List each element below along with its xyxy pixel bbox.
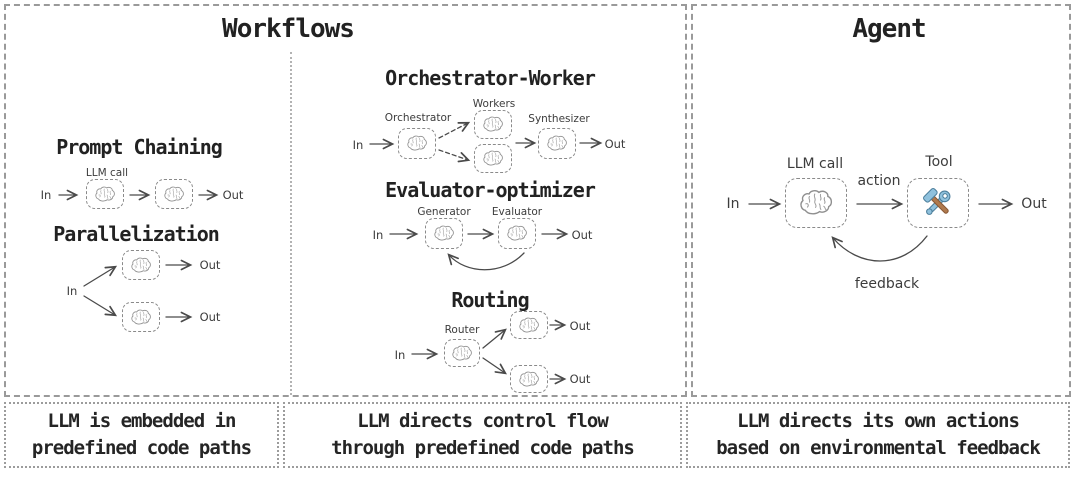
out-label: Out [604,137,626,151]
generator-label: Generator [417,206,471,218]
in-label: In [66,284,78,298]
caption-line: through predefined code paths [331,437,635,459]
prompt-chaining-diagram: In LLM call Out [14,161,280,219]
evaluator-node [498,218,536,249]
brain-icon [433,225,455,242]
llm-node [122,302,160,332]
brain-icon [518,317,540,334]
agent-title: Agent [852,14,926,44]
brain-icon [94,186,116,203]
agent-caption: LLM directs its own actions based on env… [686,402,1070,468]
workflows-middle-caption: LLM directs control flow through predefi… [283,402,682,468]
workflows-panel: Workflows Prompt Chaining In LLM call Ou… [4,4,687,397]
evaluator-optimizer-title: Evaluator-optimizer [385,178,596,202]
hammer-and-wrench-icon [921,186,955,220]
brain-icon [506,225,528,242]
brain-icon [451,345,473,362]
evaluator-optimizer-arrows [389,228,569,271]
agent-diagram: In LLM call action Tool Out feedback [707,152,1059,302]
in-label: In [40,188,52,202]
workers-label: Workers [472,98,516,110]
out-label: Out [571,228,593,242]
out-label: Out [1021,196,1047,212]
tool-node [907,178,969,228]
llm-call-node [785,178,847,228]
llm-node [510,365,548,393]
brain-icon [482,116,504,133]
agent-arrows [748,198,1014,262]
caption-line: based on environmental feedback [716,437,1041,459]
orchestrator-worker-arrows [369,121,603,163]
orchestrator-node [398,128,436,159]
brain-icon [163,186,185,203]
agent-panel: Agent In LLM call action Tool Out feedba… [691,4,1071,397]
in-label: In [352,138,364,152]
in-label: In [372,228,384,242]
generator-node [425,218,463,249]
feedback-label: feedback [854,276,920,292]
llm-call-label: LLM call [786,156,844,172]
worker-node [474,110,512,139]
llm-node [122,250,160,280]
orchestrator-worker-diagram: In Orchestrator Workers Synthesizer Out [342,98,642,182]
workflows-left-caption: LLM is embedded in predefined code paths [4,402,279,468]
caption-line: LLM directs control flow [357,410,609,432]
out-label: Out [569,372,591,386]
evaluator-optimizer-diagram: In Generator Evaluator Out [362,202,612,282]
out-label: Out [199,310,221,324]
parallelization-title: Parallelization [53,222,220,246]
prompt-chaining-arrows [58,189,219,201]
in-label: In [726,196,740,212]
llm-node [510,311,548,339]
synthesizer-label: Synthesizer [528,113,590,125]
llm-call-label: LLM call [85,167,129,179]
routing-diagram: In Router Out Out [382,306,622,398]
caption-line: predefined code paths [31,437,252,459]
out-label: Out [569,319,591,333]
prompt-chaining-title: Prompt Chaining [56,135,223,159]
router-label: Router [444,324,480,336]
router-node [444,339,480,367]
workflows-column-divider [290,52,292,395]
brain-icon [406,135,428,152]
brain-icon [482,150,504,167]
out-label: Out [222,188,244,202]
brain-icon [798,189,834,217]
in-label: In [394,348,406,362]
orchestrator-label: Orchestrator [384,112,452,124]
brain-icon [130,257,152,274]
synthesizer-node [538,128,576,159]
caption-line: LLM directs its own actions [737,410,1020,432]
workflows-title: Workflows [222,14,355,44]
caption-line: LLM is embedded in [47,410,237,432]
out-label: Out [199,258,221,272]
routing-title: Routing [451,288,529,312]
routing-arrows [411,319,567,385]
llm-node [155,179,193,209]
brain-icon [546,135,568,152]
action-label: action [857,173,901,189]
brain-icon [130,309,152,326]
orchestrator-worker-title: Orchestrator-Worker [385,66,596,90]
evaluator-label: Evaluator [491,206,543,218]
llm-call-node [86,179,124,209]
worker-node [474,144,512,173]
tool-label: Tool [925,154,953,170]
parallelization-diagram: In Out Out [14,246,280,358]
parallelization-arrows [83,259,193,323]
brain-icon [518,371,540,388]
